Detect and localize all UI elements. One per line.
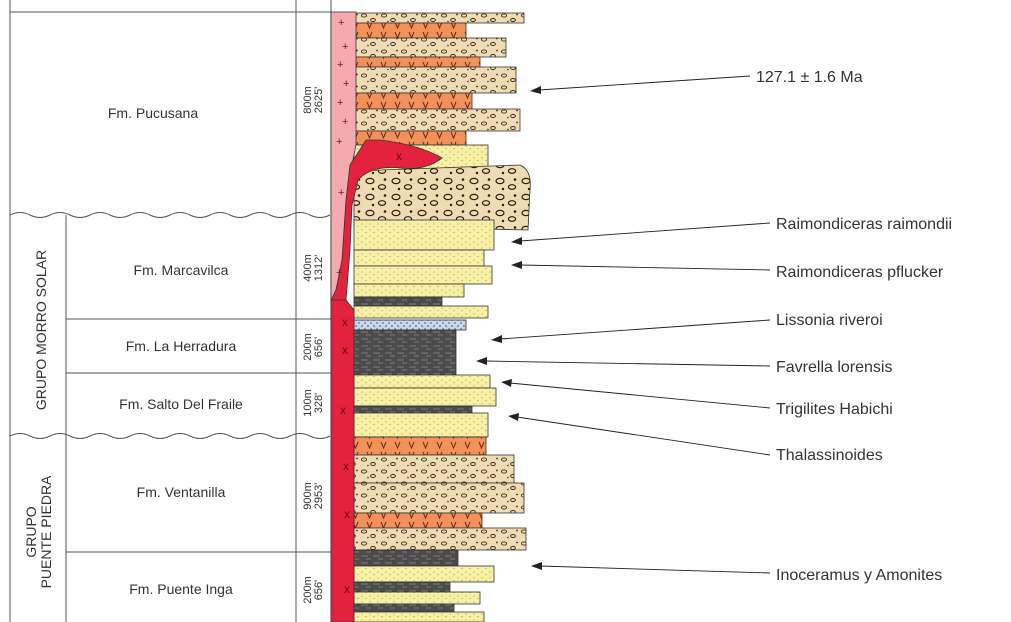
- thickness-marcavilca: 400m 1312': [302, 254, 325, 282]
- unconformity-line-upper: [10, 213, 330, 218]
- svg-text:328': 328': [313, 393, 325, 413]
- annotation-raimondiceras-raimondii: Raimondiceras raimondii: [776, 216, 952, 233]
- thickness-ventanilla: 900m 2953': [302, 482, 325, 510]
- annotation-favrella-lorensis: Favrella lorensis: [776, 359, 892, 376]
- svg-text:x: x: [344, 507, 350, 521]
- svg-text:656': 656': [313, 580, 325, 600]
- thickness-pucusana: 800m 2625': [302, 86, 325, 114]
- formation-name-la-herradura: Fm. La Herradura: [126, 338, 237, 354]
- annotation-lissonia-riveroi: Lissonia riveroi: [776, 312, 883, 329]
- thickness-salto-del-fraile: 100m 328': [302, 389, 325, 417]
- svg-text:2625': 2625': [313, 87, 325, 114]
- svg-text:2953': 2953': [313, 483, 325, 510]
- svg-text:+: +: [343, 78, 349, 90]
- formation-name-marcavilca: Fm. Marcavilca: [134, 262, 229, 278]
- group-label-puente-piedra: GRUPO PUENTE PIEDRA: [23, 475, 54, 588]
- svg-text:+: +: [338, 17, 344, 29]
- unconformity-line-lower: [10, 434, 330, 439]
- thickness-puente-inga: 200m 656': [302, 576, 325, 604]
- group-label-morro-solar: GRUPO MORRO SOLAR: [33, 250, 49, 410]
- formation-name-salto-del-fraile: Fm. Salto Del Fraile: [119, 396, 243, 412]
- svg-text:x: x: [344, 582, 350, 596]
- formation-name-puente-inga: Fm. Puente Inga: [129, 581, 233, 597]
- svg-text:GRUPO: GRUPO: [23, 506, 39, 557]
- svg-text:+: +: [342, 41, 348, 53]
- svg-text:+: +: [342, 116, 348, 128]
- svg-text:x: x: [343, 459, 349, 473]
- svg-text:656': 656': [313, 337, 325, 357]
- svg-text:x: x: [342, 315, 348, 329]
- svg-text:x: x: [342, 343, 348, 357]
- stratigraphic-table: Fm. Pucusana Fm. Marcavilca Fm. La Herra…: [10, 0, 331, 622]
- formation-name-pucusana: Fm. Pucusana: [108, 105, 198, 121]
- annotation-age: 127.1 ± 1.6 Ma: [756, 69, 863, 86]
- svg-text:1312': 1312': [313, 255, 325, 282]
- lithologic-column: [331, 12, 530, 622]
- svg-text:+: +: [337, 97, 343, 109]
- svg-text:+: +: [336, 136, 342, 148]
- svg-text:+: +: [338, 187, 344, 199]
- thickness-la-herradura: 200m 656': [302, 333, 325, 361]
- annotation-thalassinoides: Thalassinoides: [776, 447, 883, 464]
- svg-text:+: +: [337, 59, 343, 71]
- annotation-raimondiceras-pflucker: Raimondiceras pflucker: [776, 264, 944, 281]
- svg-text:x: x: [396, 149, 402, 163]
- annotation-inoceramus-y-amonites: Inoceramus y Amonites: [776, 567, 942, 584]
- formation-name-ventanilla: Fm. Ventanilla: [137, 484, 226, 500]
- svg-text:+: +: [336, 267, 342, 279]
- annotation-trigilites-habichi: Trigilites Habichi: [776, 401, 893, 418]
- svg-text:x: x: [340, 403, 346, 417]
- svg-text:PUENTE PIEDRA: PUENTE PIEDRA: [38, 475, 54, 588]
